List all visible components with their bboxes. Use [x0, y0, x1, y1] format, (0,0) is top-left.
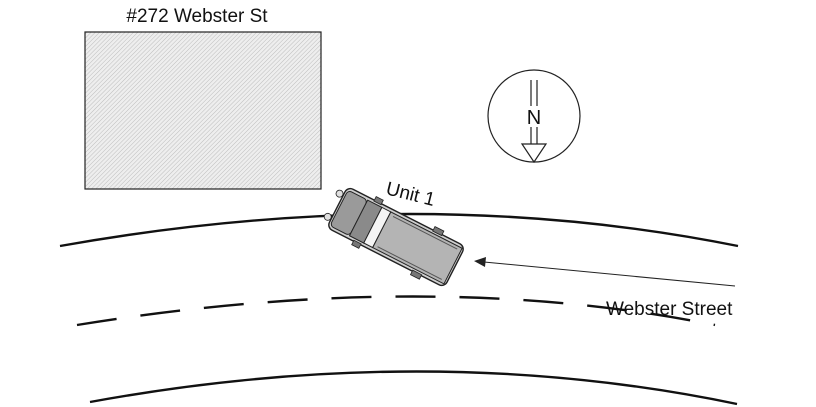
road-center-line: [76, 295, 716, 327]
road: [59, 212, 739, 406]
vehicle-label: Unit 1: [384, 178, 437, 210]
road-north-edge: [59, 212, 739, 248]
building-label: #272 Webster St: [126, 6, 268, 27]
compass-letter: N: [527, 107, 541, 129]
road-south-edge: [89, 370, 738, 406]
building-footprint: [84, 31, 322, 190]
building: #272 Webster St: [84, 6, 322, 190]
road-label: Webster Street: [606, 299, 733, 320]
north-arrow-icon: N: [487, 69, 581, 164]
pickup-truck-icon: [323, 187, 464, 287]
compass-arrowhead: [520, 143, 548, 164]
direction-arrow: [474, 257, 736, 287]
